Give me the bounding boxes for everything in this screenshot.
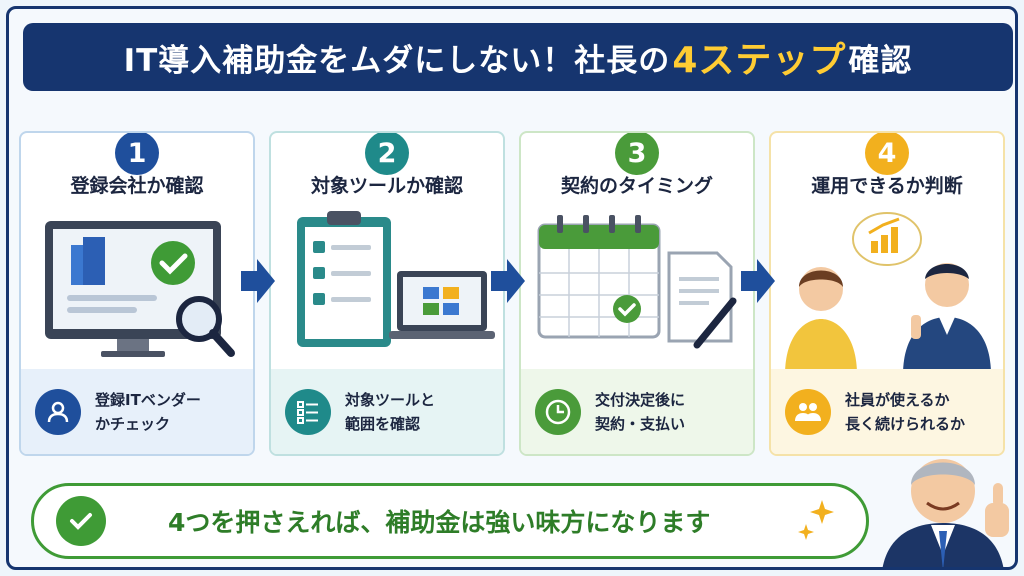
monitor-search-icon: [45, 221, 235, 357]
step-detail-1-line1: 登録ITベンダー: [95, 390, 201, 409]
title-post: 確認: [848, 42, 913, 79]
title-pre: IT導入補助金をムダにしない！社長の: [123, 42, 671, 79]
title-highlight: 4ステップ: [672, 40, 847, 81]
step-detail-2: 対象ツールと範囲を確認: [271, 369, 503, 454]
check-icon: [56, 496, 106, 546]
step-card-1: 1 登録会社か確認 登録ITベンダーかチェック: [19, 131, 255, 456]
step-detail-4: 社員が使えるか長く続けられるか: [771, 369, 1003, 454]
step-detail-3: 交付決定後に契約・支払い: [521, 369, 753, 454]
arrow-right-icon: [741, 259, 775, 303]
conclusion-message: 4つを押さえれば、補助金は強い味方になります: [168, 508, 711, 537]
checklist-icon: [285, 388, 331, 435]
step-number-4: 4: [865, 133, 909, 175]
step-detail-1-line2: かチェック: [95, 414, 171, 433]
step-card-4: 4 運用できるか判断 社員が使えるか長く続けられるか: [769, 131, 1005, 456]
step-title-3: 契約のタイミング: [560, 175, 713, 197]
people-icon: [785, 388, 831, 435]
calendar-contract-icon: [537, 215, 737, 349]
step-card-2: 2 対象ツールか確認 対象ツールと範囲を確認: [269, 131, 505, 456]
step-card-3: 3 契約のタイミング 交付決定後に契約・支払い: [519, 131, 755, 456]
step-title-1: 登録会社か確認: [70, 175, 204, 197]
step-detail-3-line1: 交付決定後に: [595, 390, 686, 409]
step-detail-4-line1: 社員が使えるか: [845, 390, 950, 409]
discussion-people-icon: [785, 212, 991, 375]
sparkle-icon: [798, 500, 834, 540]
step-number-3: 3: [615, 133, 659, 175]
clock-icon: [535, 388, 581, 435]
step-detail-4-line2: 長く続けられるか: [845, 414, 966, 433]
step-title-2: 対象ツールか確認: [310, 175, 463, 197]
step-title-4: 運用できるか判断: [811, 175, 963, 197]
arrow-right-icon: [241, 259, 275, 303]
step-detail-2-line1: 対象ツールと: [345, 390, 436, 409]
step-detail-1: 登録ITベンダーかチェック: [21, 369, 253, 454]
clipboard-laptop-icon: [297, 211, 495, 347]
step-detail-2-line2: 範囲を確認: [345, 414, 421, 433]
conclusion-bubble: 4つを押さえれば、補助金は強い味方になります: [31, 483, 869, 559]
ceo-thumbs-up-icon: [882, 459, 1009, 567]
step-detail-3-line2: 契約・支払い: [595, 414, 686, 433]
arrow-right-icon: [491, 259, 525, 303]
step-number-1: 1: [115, 133, 159, 175]
step-number-2: 2: [365, 133, 409, 175]
user-icon: [35, 388, 81, 435]
